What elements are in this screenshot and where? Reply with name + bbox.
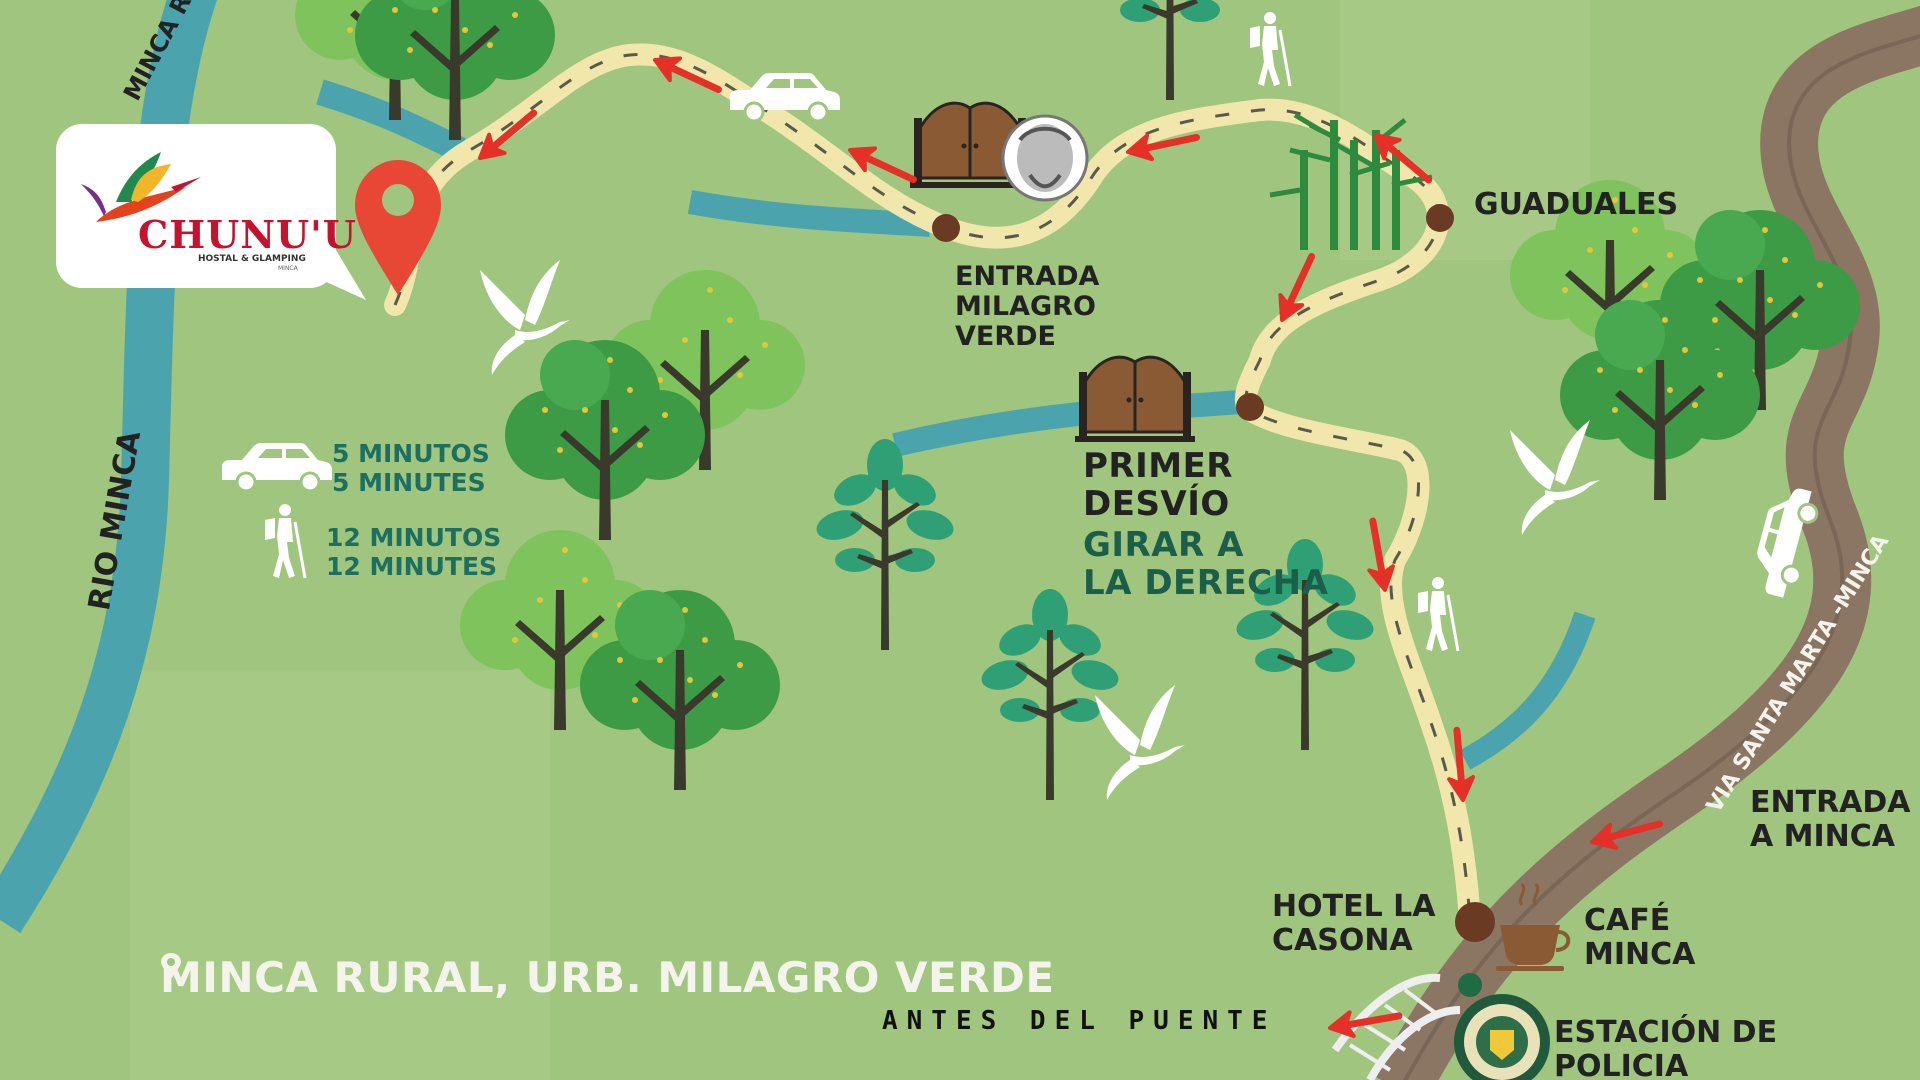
ground-patch xyxy=(130,670,550,1080)
label-primer-desvio: PRIMER DESVÍO xyxy=(1083,446,1233,525)
legend-car-en: 5 MINUTES xyxy=(332,467,486,497)
stop-primer-desvio xyxy=(1236,393,1264,421)
bamboo-icon xyxy=(1269,112,1433,250)
stop-marker xyxy=(1458,973,1482,997)
label-girar-derecha: GIRAR A LA DERECHA xyxy=(1083,525,1329,604)
legend-walk-es: 12 MINUTOS xyxy=(326,523,502,552)
tree-icon xyxy=(978,589,1122,800)
hiker-icon xyxy=(1416,575,1460,653)
coffee-cup-icon xyxy=(1496,883,1571,971)
legend-car: 5 MINUTOS 5 MINUTES xyxy=(332,439,490,498)
logo-name: CHUNU'U xyxy=(138,212,357,257)
label-cafe-minca: CAFÉ MINCA xyxy=(1584,903,1696,972)
hiker-icon xyxy=(263,502,307,580)
address: MINCA RURAL, URB. MILAGRO VERDE xyxy=(160,953,1055,1002)
tree-icon xyxy=(813,439,957,650)
address-pin-icon xyxy=(161,953,181,979)
label-entrada-milagro-verde: ENTRADA MILAGRO VERDE xyxy=(955,261,1100,353)
address-text: MINCA RURAL, URB. MILAGRO VERDE xyxy=(160,953,1055,1002)
legend-walk-en: 12 MINUTES xyxy=(326,551,498,581)
legend-walk: 12 MINUTOS 12 MINUTES xyxy=(326,523,502,582)
hiker-icon xyxy=(1248,10,1292,88)
label-entrada-a-minca: ENTRADA A MINCA xyxy=(1750,785,1911,854)
police-badge-icon xyxy=(1454,994,1550,1080)
hummingbird-logo-icon xyxy=(81,152,201,222)
walking-trail xyxy=(384,43,1481,931)
label-estacion-policia: ESTACIÓN DE POLICIA xyxy=(1554,1015,1778,1080)
gate-icon xyxy=(1073,355,1197,444)
map-pin-icon xyxy=(355,160,441,295)
bird-icon xyxy=(1095,685,1185,800)
label-hotel-la-casona: HOTEL LA CASONA xyxy=(1272,889,1436,958)
logo-tagline: HOSTAL & GLAMPING xyxy=(198,254,306,264)
bird-icon xyxy=(1510,420,1600,535)
label-antes-del-puente: ANTES DEL PUENTE xyxy=(882,1006,1277,1036)
logo-card: CHUNU'U HOSTAL & GLAMPING MINCA xyxy=(56,124,356,288)
ground-patch xyxy=(1340,0,1590,260)
portrait-icon xyxy=(1001,114,1089,202)
stop-guaduales xyxy=(1426,204,1454,232)
stream xyxy=(316,79,466,162)
label-guaduales: GUADUALES xyxy=(1474,187,1679,222)
car-icon xyxy=(220,441,334,493)
stream xyxy=(1459,611,1596,770)
stop-entrada-milagro-verde xyxy=(932,214,960,242)
legend-car-es: 5 MINUTOS xyxy=(332,439,490,468)
logo-town: MINCA xyxy=(278,265,298,272)
tree-icon xyxy=(1098,0,1242,100)
stop-hotel-la-casona xyxy=(1455,902,1495,942)
stream xyxy=(687,190,931,237)
